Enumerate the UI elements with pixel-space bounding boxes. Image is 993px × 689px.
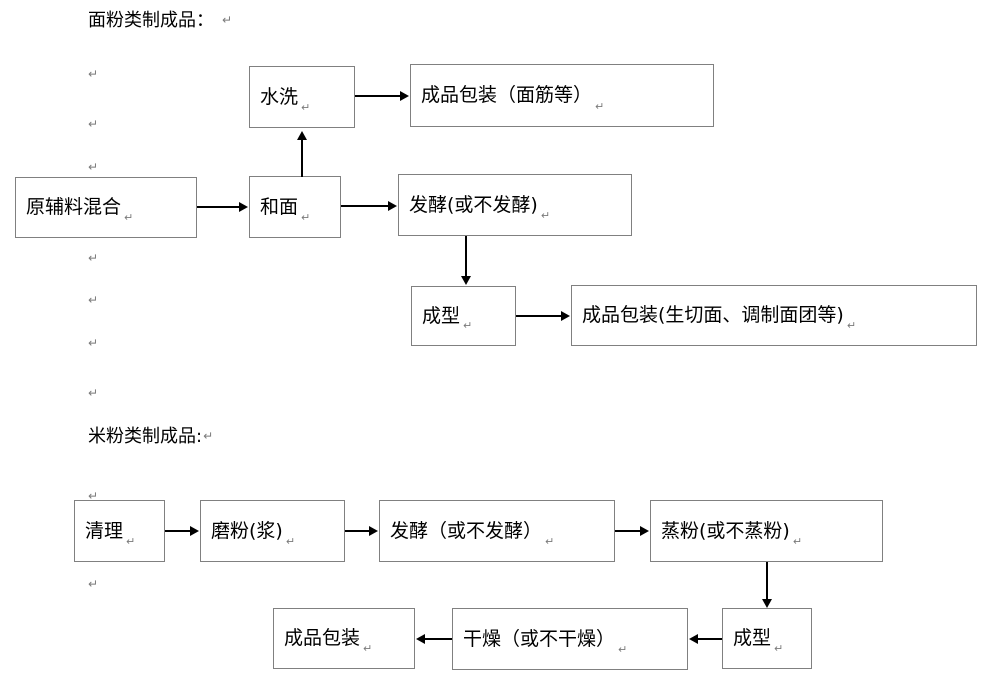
pilcrow-icon: ↵: [618, 643, 628, 656]
arrow-right-icon: [388, 201, 397, 211]
node-packaging-gluten[interactable]: 成品包装（面筋等）↵: [410, 64, 714, 127]
arrow-right-icon: [561, 311, 570, 321]
pilcrow-icon: ↵: [301, 101, 311, 114]
connector-line: [516, 315, 561, 317]
connector-line: [197, 206, 239, 208]
connector-line: [341, 205, 388, 207]
pilcrow-icon: ↵: [88, 577, 99, 591]
node-milling[interactable]: 磨粉(浆)↵: [200, 500, 345, 562]
pilcrow-icon: ↵: [792, 535, 803, 548]
pilcrow-icon: ↵: [540, 209, 551, 222]
node-label: 和面: [260, 195, 299, 218]
section-heading-rice: 米粉类制成品:↵: [88, 428, 213, 446]
pilcrow-icon: ↵: [88, 251, 99, 265]
node-forming[interactable]: 成型↵: [411, 286, 516, 346]
arrow-right-icon: [400, 91, 409, 101]
node-label: 原辅料混合: [26, 196, 122, 218]
pilcrow-icon: ↵: [363, 642, 373, 655]
connector-line: [345, 530, 369, 532]
node-label: 成品包装: [284, 627, 361, 649]
connector-line: [698, 638, 722, 640]
pilcrow-icon: ↵: [88, 336, 99, 350]
arrow-right-icon: [190, 526, 199, 536]
node-label: 成型: [733, 627, 772, 649]
node-dough-mixing[interactable]: 和面↵: [249, 176, 341, 238]
arrow-right-icon: [640, 526, 649, 536]
pilcrow-icon: ↵: [463, 319, 473, 332]
connector-line: [425, 638, 452, 640]
node-label: 成品包装(生切面、调制面团等): [582, 304, 844, 326]
node-steaming[interactable]: 蒸粉(或不蒸粉)↵: [650, 500, 883, 562]
pilcrow-icon: ↵: [88, 117, 99, 131]
pilcrow-icon: ↵: [203, 429, 214, 443]
pilcrow-icon: ↵: [88, 293, 99, 307]
node-raw-material-mixing[interactable]: 原辅料混合↵: [15, 177, 197, 238]
pilcrow-icon: ↵: [124, 211, 134, 224]
arrow-up-icon: [297, 131, 307, 140]
pilcrow-icon: ↵: [285, 535, 296, 548]
section-heading-flour: 面粉类制成品： ↵: [88, 12, 232, 30]
pilcrow-icon: ↵: [301, 211, 311, 224]
node-label: 干燥（或不干燥）: [463, 627, 616, 650]
node-label: 发酵（或不发酵）: [390, 519, 543, 542]
pilcrow-icon: ↵: [545, 535, 555, 548]
node-label: 蒸粉(或不蒸粉): [661, 519, 790, 542]
node-packaging-2[interactable]: 成品包装↵: [273, 608, 415, 669]
connector-line: [301, 140, 303, 177]
node-fermentation-2[interactable]: 发酵（或不发酵）↵: [379, 500, 615, 562]
section-heading-flour-text: 面粉类制成品：: [88, 10, 214, 31]
node-packaging-noodles[interactable]: 成品包装(生切面、调制面团等)↵: [571, 285, 977, 346]
arrow-down-icon: [762, 599, 772, 608]
node-label: 成品包装（面筋等）: [421, 84, 593, 106]
node-label: 水洗: [260, 85, 299, 108]
arrow-right-icon: [369, 526, 378, 536]
pilcrow-icon: ↵: [222, 13, 233, 27]
arrow-right-icon: [239, 202, 248, 212]
arrow-down-icon: [461, 276, 471, 285]
node-cleaning[interactable]: 清理↵: [74, 500, 165, 562]
node-label: 磨粉(浆): [211, 519, 283, 542]
connector-line: [615, 530, 640, 532]
pilcrow-icon: ↵: [126, 535, 136, 548]
pilcrow-icon: ↵: [88, 386, 99, 400]
node-drying[interactable]: 干燥（或不干燥）↵: [452, 608, 688, 670]
arrow-left-icon: [416, 634, 425, 644]
connector-line: [165, 530, 190, 532]
node-forming-2[interactable]: 成型↵: [722, 608, 812, 669]
node-label: 发酵(或不发酵): [409, 193, 538, 216]
pilcrow-icon: ↵: [846, 319, 857, 332]
connector-line: [355, 95, 400, 97]
node-fermentation[interactable]: 发酵(或不发酵)↵: [398, 174, 632, 236]
node-water-washing[interactable]: 水洗↵: [249, 66, 355, 128]
pilcrow-icon: ↵: [88, 489, 99, 503]
node-label: 清理: [85, 519, 124, 542]
node-label: 成型: [422, 304, 461, 327]
pilcrow-icon: ↵: [88, 160, 99, 174]
connector-line: [766, 562, 768, 599]
pilcrow-icon: ↵: [595, 100, 605, 113]
arrow-left-icon: [689, 634, 698, 644]
connector-line: [465, 236, 467, 276]
pilcrow-icon: ↵: [774, 642, 784, 655]
pilcrow-icon: ↵: [88, 67, 99, 81]
section-heading-rice-text: 米粉类制成品:: [88, 426, 203, 447]
